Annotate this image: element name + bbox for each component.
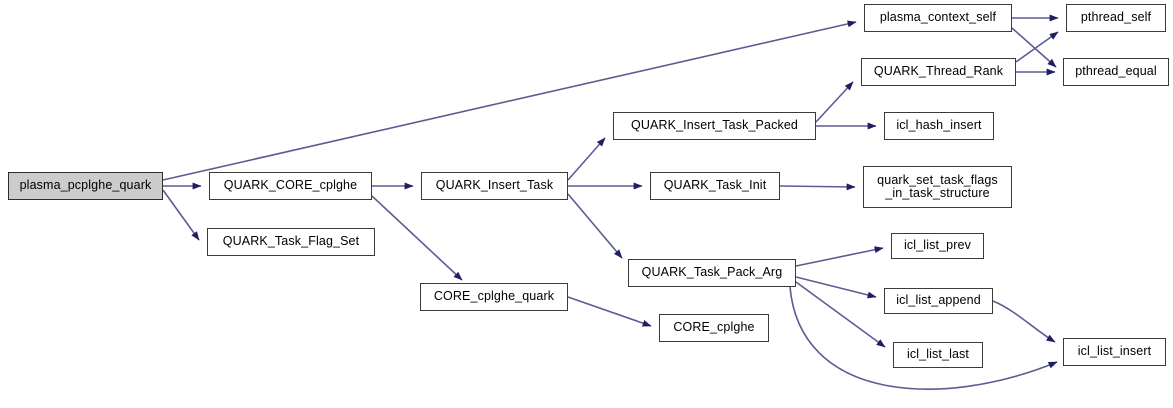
graph-node-quark_set_task_flags_in_task_structure[interactable]: quark_set_task_flags _in_task_structure (863, 166, 1012, 208)
edge-QUARK_Task_Init-to-quark_set_task_flags_in_task_structure (779, 183, 856, 191)
graph-node-CORE_cplghe[interactable]: CORE_cplghe (659, 314, 769, 342)
graph-node-icl_hash_insert[interactable]: icl_hash_insert (884, 112, 994, 140)
edge-plasma_pcplghe_quark-to-plasma_context_self (162, 20, 857, 181)
graph-node-label: icl_list_append (896, 293, 981, 308)
graph-node-label: icl_list_last (906, 347, 970, 362)
graph-node-label: CORE_cplghe (673, 320, 755, 335)
edge-QUARK_Thread_Rank-to-pthread_self (1015, 31, 1059, 63)
graph-node-label: pthread_equal (1075, 64, 1157, 79)
graph-node-label: plasma_context_self (879, 10, 997, 25)
graph-node-label: QUARK_Task_Flag_Set (222, 234, 360, 249)
edge-QUARK_Insert_Task_Packed-to-QUARK_Thread_Rank (815, 81, 854, 123)
graph-node-QUARK_Thread_Rank[interactable]: QUARK_Thread_Rank (861, 58, 1016, 86)
graph-node-QUARK_Insert_Task[interactable]: QUARK_Insert_Task (421, 172, 568, 200)
graph-node-label: QUARK_Thread_Rank (873, 64, 1004, 79)
graph-node-pthread_equal[interactable]: pthread_equal (1063, 58, 1169, 86)
edge-QUARK_Task_Pack_Arg-to-icl_list_prev (795, 246, 884, 267)
graph-node-icl_list_prev[interactable]: icl_list_prev (891, 233, 984, 259)
graph-node-label: QUARK_Task_Init (663, 178, 767, 193)
edge-plasma_context_self-to-pthread_equal (1011, 27, 1057, 68)
graph-node-pthread_self[interactable]: pthread_self (1066, 4, 1166, 32)
edge-CORE_cplghe_quark-to-CORE_cplghe (567, 296, 652, 327)
graph-node-CORE_cplghe_quark[interactable]: CORE_cplghe_quark (420, 283, 568, 311)
graph-node-label: QUARK_Insert_Task_Packed (631, 118, 798, 133)
graph-node-QUARK_Task_Init[interactable]: QUARK_Task_Init (650, 172, 780, 200)
graph-node-label: QUARK_CORE_cplghe (223, 178, 358, 193)
graph-node-label: CORE_cplghe_quark (433, 289, 555, 304)
graph-node-icl_list_last[interactable]: icl_list_last (893, 342, 983, 368)
edge-icl_list_append-to-icl_list_insert (992, 300, 1056, 343)
graph-node-plasma_context_self[interactable]: plasma_context_self (864, 4, 1012, 32)
graph-node-QUARK_Task_Pack_Arg[interactable]: QUARK_Task_Pack_Arg (628, 259, 796, 287)
graph-node-label: icl_list_prev (904, 238, 971, 253)
graph-node-icl_list_insert[interactable]: icl_list_insert (1063, 338, 1166, 366)
graph-node-label: QUARK_Task_Pack_Arg (641, 265, 783, 280)
graph-node-plasma_pcplghe_quark[interactable]: plasma_pcplghe_quark (8, 172, 163, 200)
graph-node-label: icl_list_insert (1077, 344, 1152, 359)
edge-plasma_pcplghe_quark-to-QUARK_Task_Flag_Set (162, 189, 200, 241)
edge-QUARK_Task_Pack_Arg-to-icl_list_append (795, 276, 877, 299)
graph-node-label: plasma_pcplghe_quark (19, 178, 152, 193)
edge-QUARK_Insert_Task-to-QUARK_Insert_Task_Packed (567, 137, 606, 181)
graph-node-label: icl_hash_insert (896, 118, 982, 133)
edge-QUARK_CORE_cplghe-to-CORE_cplghe_quark (371, 195, 463, 281)
edge-QUARK_Task_Pack_Arg-to-icl_list_last (795, 281, 886, 348)
graph-node-QUARK_CORE_cplghe[interactable]: QUARK_CORE_cplghe (209, 172, 372, 200)
graph-node-QUARK_Task_Flag_Set[interactable]: QUARK_Task_Flag_Set (207, 228, 375, 256)
graph-node-icl_list_append[interactable]: icl_list_append (884, 288, 993, 314)
graph-node-label: QUARK_Insert_Task (435, 178, 554, 193)
graph-node-QUARK_Insert_Task_Packed[interactable]: QUARK_Insert_Task_Packed (613, 112, 816, 140)
graph-node-label: quark_set_task_flags _in_task_structure (877, 172, 998, 200)
graph-node-label: pthread_self (1080, 10, 1152, 25)
edge-QUARK_Insert_Task-to-QUARK_Task_Pack_Arg (567, 193, 623, 259)
